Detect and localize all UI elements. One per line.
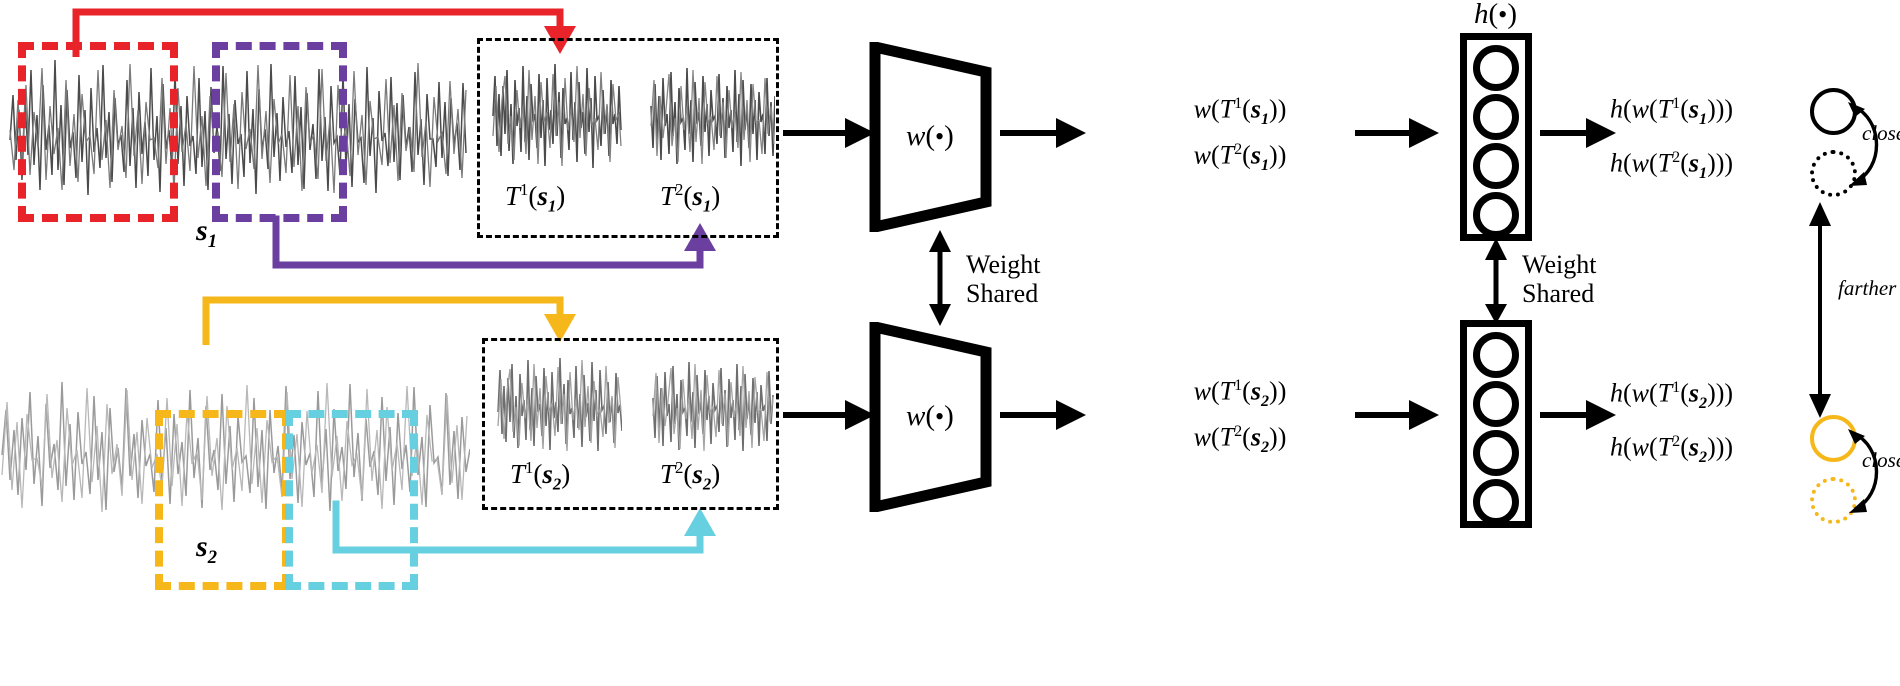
crop-bracket-cyan-s2 <box>285 410 418 590</box>
arrow-embedding-to-head-top <box>1355 118 1439 148</box>
farther-arrow <box>1809 202 1831 418</box>
encoder-trapezoid-top <box>869 42 992 232</box>
encoder-label-bottom: w(•) <box>906 400 954 432</box>
head-neuron <box>1473 143 1519 189</box>
signal-waveform-s2 <box>0 360 471 535</box>
signal-label-s2: s2 <box>196 530 217 568</box>
encoder-output-bottom-2: w(T2(s2)) <box>1193 422 1287 456</box>
closer-label-bottom: closer <box>1862 448 1900 472</box>
encoder-trapezoid-bottom <box>869 322 992 512</box>
head-title-top: h(•) <box>1474 0 1517 30</box>
head-neuron <box>1473 430 1519 476</box>
head-output-top-1: h(w(T1(s1))) <box>1610 94 1734 128</box>
crop-bracket-purple-s1 <box>212 42 347 222</box>
weight-shared-arrow-head <box>1485 238 1507 324</box>
crop-label-T1-s2: T1(s2) <box>510 458 571 494</box>
arrow-encoder-to-embedding-bottom <box>1000 400 1086 430</box>
arrow-yellow-crop-to-view1 <box>202 296 576 345</box>
crop-waveform-T2-s2 <box>652 352 774 454</box>
head-neuron <box>1473 479 1519 525</box>
farther-label: farther <box>1838 276 1897 300</box>
signal-waveform-s1 <box>8 40 468 215</box>
augmented-views-box-s2 <box>482 338 779 510</box>
embedding-circle-s2-view2 <box>1810 477 1857 524</box>
head-neuron <box>1473 381 1519 427</box>
weight-shared-label-encoder: Weight Shared <box>966 250 1041 309</box>
closer-arrow-bottom <box>1848 429 1879 513</box>
crop-waveform-T1-s2 <box>497 352 623 454</box>
head-neuron <box>1473 332 1519 378</box>
arrow-head-to-output-bottom <box>1540 400 1616 430</box>
head-output-bottom-2: h(w(T2(s2))) <box>1610 432 1734 466</box>
crop-label-T1-s1: T1(s1) <box>505 180 566 216</box>
closer-arrow-top <box>1848 102 1879 186</box>
head-output-bottom-1: h(w(T1(s2))) <box>1610 378 1734 412</box>
arrow-head-to-output-top <box>1540 118 1616 148</box>
crop-waveform-T1-s1 <box>492 56 622 176</box>
crop-waveform-T2-s1 <box>650 56 776 176</box>
weight-shared-arrow-encoder <box>929 230 951 326</box>
signal-label-s1: s1 <box>196 214 217 252</box>
embedding-circle-s1-view2 <box>1810 150 1857 197</box>
crop-bracket-red-s1 <box>18 42 178 222</box>
head-neuron <box>1473 94 1519 140</box>
head-output-top-2: h(w(T2(s1))) <box>1610 148 1734 182</box>
arrow-views-to-encoder-bottom <box>783 400 875 430</box>
weight-shared-label-head: Weight Shared <box>1522 250 1597 309</box>
head-neuron <box>1473 192 1519 238</box>
crop-bracket-yellow-s2 <box>155 410 290 590</box>
arrow-cyan-crop-to-view2 <box>332 500 716 554</box>
head-neuron <box>1473 45 1519 91</box>
crop-label-T2-s1: T2(s1) <box>660 180 721 216</box>
encoder-output-top-2: w(T2(s1)) <box>1193 140 1287 174</box>
arrow-embedding-to-head-bottom <box>1355 400 1439 430</box>
augmented-views-box-s1 <box>477 38 779 238</box>
closer-label-top: closer <box>1862 121 1900 145</box>
crop-label-T2-s2: T2(s2) <box>660 458 721 494</box>
arrow-views-to-encoder-top <box>783 118 875 148</box>
arrow-encoder-to-embedding-top <box>1000 118 1086 148</box>
encoder-output-bottom-1: w(T1(s2)) <box>1193 376 1287 410</box>
encoder-label-top: w(•) <box>906 120 954 152</box>
encoder-output-top-1: w(T1(s1)) <box>1193 94 1287 128</box>
